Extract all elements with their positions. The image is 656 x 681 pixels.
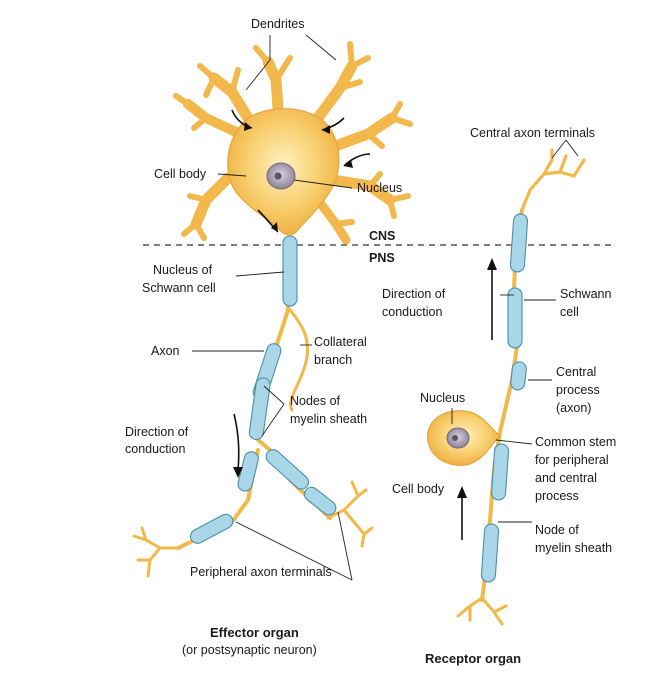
node-label-1: Node of xyxy=(535,523,579,537)
receptor-conduction-arrows xyxy=(457,258,497,540)
axon-label: Axon xyxy=(151,344,180,358)
effector-nucleus-label: Nucleus xyxy=(357,181,402,195)
pns-label: PNS xyxy=(369,251,395,265)
receptor-direction-label-1: Direction of xyxy=(382,287,446,301)
common-stem-label-2: for peripheral xyxy=(535,453,609,467)
receptor-myelin-sheath xyxy=(480,213,529,583)
effector-conduction-arrow xyxy=(233,413,243,478)
receptor-organ-terminals xyxy=(456,596,508,626)
schwann-cell-label-2: cell xyxy=(560,305,579,319)
central-process-label-2: process xyxy=(556,383,600,397)
collateral-branch-label-2: branch xyxy=(314,353,352,367)
schwann-nucleus-label-1: Nucleus of xyxy=(153,263,213,277)
node-label-2: myelin sheath xyxy=(535,541,612,555)
effector-inflow-arrows xyxy=(231,109,371,233)
nucleolus xyxy=(274,172,282,180)
common-stem-label-3: and central xyxy=(535,471,597,485)
receptor-organ-title: Receptor organ xyxy=(425,651,521,666)
receptor-neuron xyxy=(427,148,586,626)
effector-neuron xyxy=(132,41,413,578)
receptor-nucleus-label: Nucleus xyxy=(420,391,465,405)
collateral-branch-label-1: Collateral xyxy=(314,335,367,349)
receptor-cell-body-label: Cell body xyxy=(392,482,445,496)
dendrites-label: Dendrites xyxy=(251,17,305,31)
central-process-label-1: Central xyxy=(556,365,596,379)
central-terminals-shape xyxy=(520,148,586,212)
effector-direction-label-1: Direction of xyxy=(125,425,189,439)
effector-cell-body-label: Cell body xyxy=(154,167,207,181)
central-process-label-3: (axon) xyxy=(556,401,591,415)
cns-label: CNS xyxy=(369,229,395,243)
peripheral-terminals-label: Peripheral axon terminals xyxy=(190,565,332,579)
nodes-label-2: myelin sheath xyxy=(290,412,367,426)
schwann-nucleus-label-2: Schwann cell xyxy=(142,281,216,295)
effector-myelin-sheath xyxy=(190,235,337,544)
nodes-label-1: Nodes of xyxy=(290,394,341,408)
collateral-branch-shape xyxy=(288,308,309,412)
effector-organ-subtitle: (or postsynaptic neuron) xyxy=(182,643,317,657)
effector-left-terminals xyxy=(132,526,182,578)
effector-organ-title: Effector organ xyxy=(210,625,299,640)
dendrites-shape xyxy=(173,41,413,245)
leader-lines xyxy=(192,34,579,581)
effector-direction-label-2: conduction xyxy=(125,442,186,456)
common-stem-label-1: Common stem xyxy=(535,435,616,449)
common-stem-label-4: process xyxy=(535,489,579,503)
receptor-direction-label-2: conduction xyxy=(382,305,443,319)
schwann-cell-label-1: Schwann xyxy=(560,287,611,301)
effector-right-terminals xyxy=(326,480,374,548)
central-terminals-label: Central axon terminals xyxy=(470,126,595,140)
